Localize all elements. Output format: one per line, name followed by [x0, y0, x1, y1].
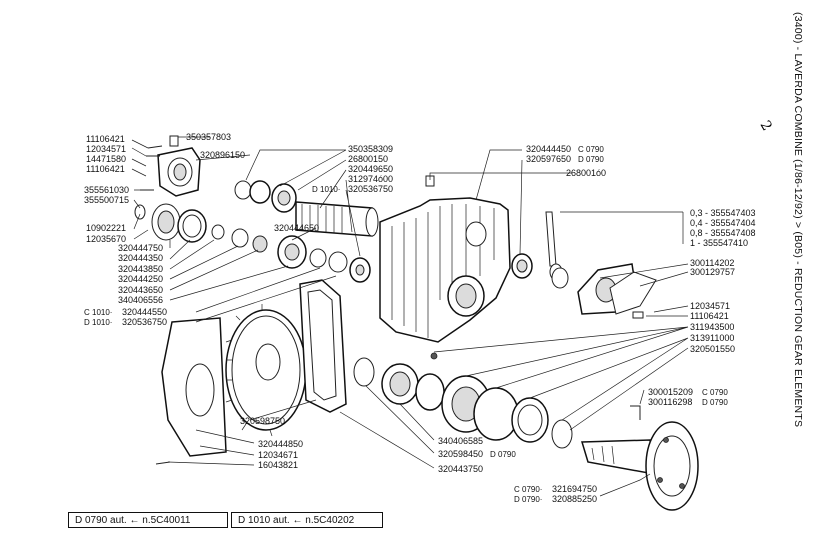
part-label: 16043821	[258, 460, 298, 470]
part-label: 355561030	[84, 185, 129, 195]
gearbox-housing	[379, 175, 511, 343]
part-label: 300116298	[648, 397, 692, 407]
parts-drawing	[134, 135, 699, 511]
right-cover-plates	[577, 263, 657, 319]
part-label: 312974ó00	[348, 174, 393, 184]
part-label: 340406585	[438, 436, 483, 446]
footer-serial-d1010: D 1010 aut. ← n.5C40202	[231, 512, 383, 528]
large-gear	[225, 304, 307, 437]
part-label: 320449650	[348, 164, 393, 174]
part-label: 320896150	[200, 150, 245, 160]
right-bearing-rod	[511, 211, 569, 289]
part-label: 300129757	[690, 267, 735, 277]
variant-code: D 1010·	[312, 185, 340, 194]
variant-code: C 1010·	[84, 308, 112, 317]
variant-code: C 0790	[578, 145, 604, 154]
variant-code: D 0790	[578, 155, 604, 164]
upper-bearings	[234, 180, 379, 237]
part-label: 11106421	[86, 134, 125, 144]
vertical-title: (3400) - LAVERDA COMBINE (1/86-12/92) > …	[792, 12, 806, 452]
part-label: 14471580	[86, 154, 126, 164]
part-label: 12035670	[86, 234, 126, 244]
part-label: 311943500	[690, 322, 734, 332]
part-label: 320444850	[258, 439, 303, 449]
part-label: 320885250	[552, 494, 597, 504]
variant-code: D 0790	[702, 398, 728, 407]
part-label: 320444750	[118, 243, 163, 253]
left-washers	[134, 203, 268, 253]
footer-text: D 0790 aut. ← n.5C40011	[75, 515, 191, 526]
part-label: 11106421	[690, 311, 729, 321]
bolts	[140, 145, 641, 465]
shim-option: 1 - 355547410	[690, 238, 748, 248]
part-label: 320536750	[348, 184, 393, 194]
part-label: 320443850	[118, 264, 163, 274]
variant-code: C 0790·	[514, 485, 542, 494]
part-label: 320443750	[438, 464, 483, 474]
variant-code: C 0790	[702, 388, 728, 397]
part-label: 300015209	[648, 387, 693, 397]
variant-code: D 0790	[490, 450, 516, 459]
part-label: 320598450	[438, 449, 483, 459]
part-label: 340406556	[118, 295, 163, 305]
part-label: 355500715	[84, 195, 129, 205]
variant-code: D 1010·	[84, 318, 112, 327]
part-label: 320536750	[122, 317, 167, 327]
part-label: 12034571	[86, 144, 126, 154]
footer-text: D 1010 aut. ← n.5C40202	[238, 515, 355, 526]
shim-option: 0,3 - 355547403	[690, 208, 756, 218]
part-label: 350357803	[186, 132, 231, 142]
part-label: 320444650	[274, 223, 319, 233]
part-label: 320501550	[690, 344, 735, 354]
part-label: 26800150	[348, 154, 388, 164]
part-label: 350358309	[348, 144, 393, 154]
page-mark: 2	[757, 118, 775, 134]
part-label: 320598750	[240, 416, 285, 426]
leader-lines	[131, 136, 689, 497]
part-label: 10902221	[86, 223, 126, 233]
left-cover	[161, 317, 227, 457]
footer-serial-d0790: D 0790 aut. ← n.5C40011	[68, 512, 228, 528]
part-label: 313911000	[690, 333, 734, 343]
part-label: 300114202	[690, 258, 734, 268]
part-label: 320444350	[118, 253, 163, 263]
part-label: 320597650	[526, 154, 571, 164]
part-label: 320444250	[118, 274, 163, 284]
shim-option: 0,4 - 355547404	[690, 218, 756, 228]
output-shaft	[581, 421, 699, 511]
gasket-frame	[299, 279, 347, 413]
section-title: (3400) - LAVERDA COMBINE (1/86-12/92) > …	[792, 12, 804, 428]
part-label: 11106421	[86, 164, 125, 174]
part-label: 321694750	[552, 484, 597, 494]
lower-bearings	[353, 357, 573, 449]
gear-cluster	[277, 235, 371, 283]
part-label: 268001ó0	[566, 168, 606, 178]
cover-plate-top-left	[157, 135, 201, 197]
part-label: 320443650	[118, 285, 163, 295]
part-label: 12034671	[258, 450, 298, 460]
part-label: 320444450	[526, 144, 571, 154]
part-label: 320444550	[122, 307, 167, 317]
variant-code: D 0790·	[514, 495, 542, 504]
shim-option: 0,8 - 355547408	[690, 228, 756, 238]
part-labels: 11106421 12034571 14471580 11106421 3503…	[84, 132, 756, 504]
part-label: 12034571	[690, 301, 730, 311]
